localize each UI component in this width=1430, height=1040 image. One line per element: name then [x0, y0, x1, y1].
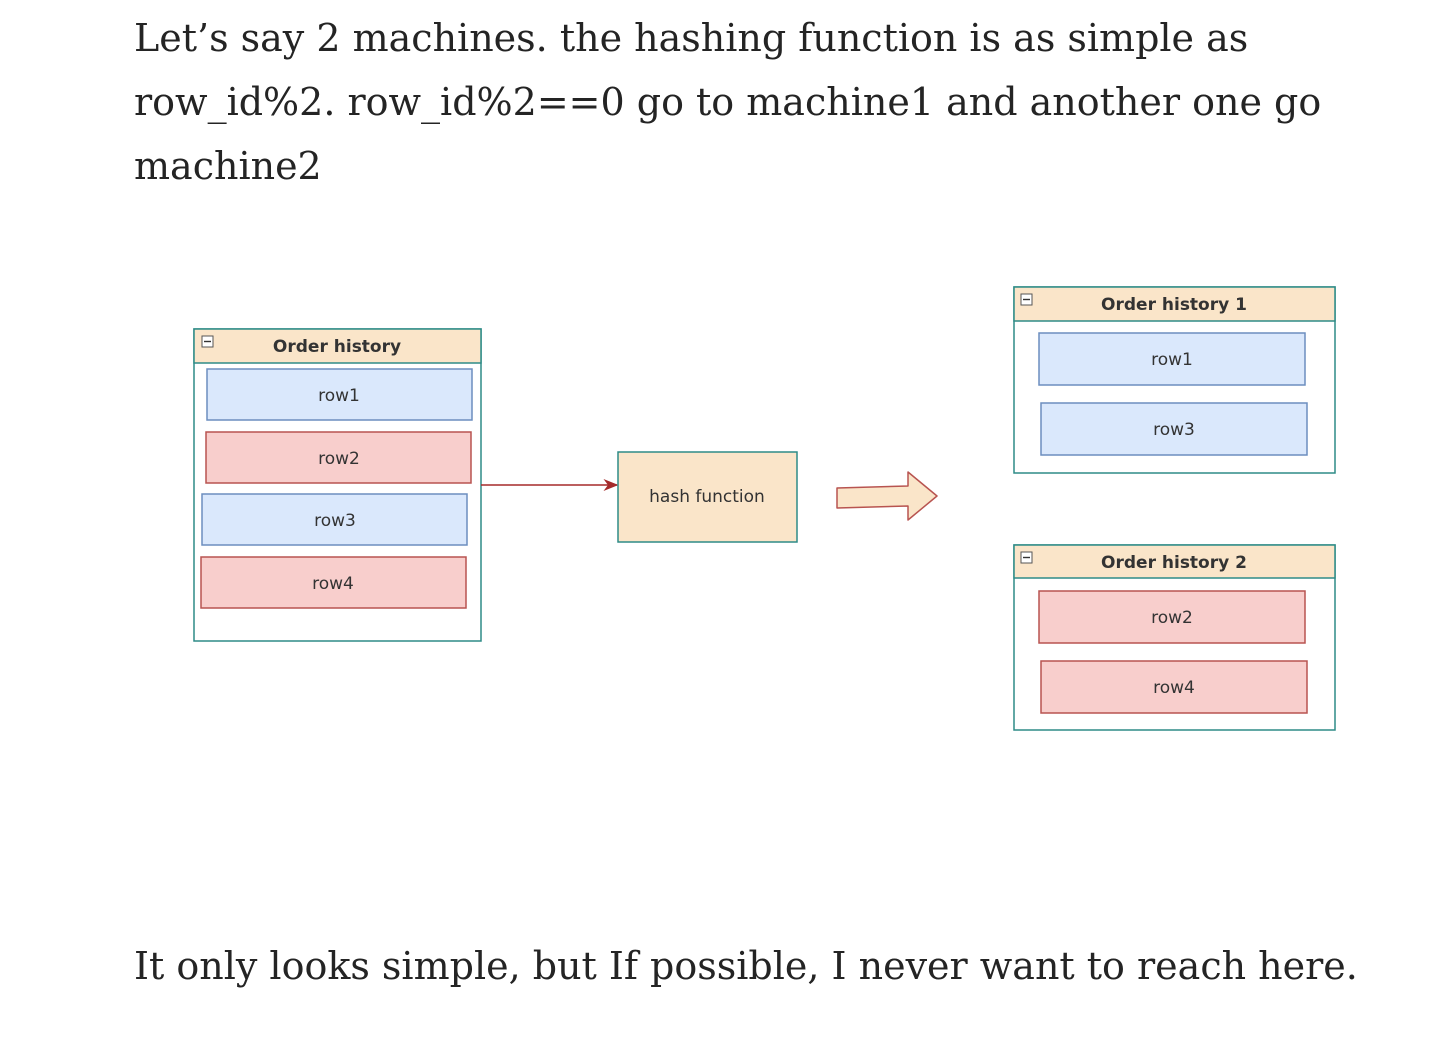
machine-2-table-header: [1013, 544, 1336, 579]
collapse-icon[interactable]: [201, 335, 214, 348]
source-table-header: [193, 328, 482, 364]
machine-2-row-1: row2: [1038, 590, 1306, 644]
source-row-1-label: row1: [318, 386, 360, 406]
machine-1-table: Order history 1 row1 row3: [1013, 286, 1336, 474]
machine-2-table: Order history 2 row2 row4: [1013, 544, 1336, 731]
source-row-3-label: row3: [314, 511, 356, 531]
machine-1-row-2: row3: [1040, 402, 1308, 456]
source-row-2: row2: [205, 431, 472, 484]
machine-1-row-1: row1: [1038, 332, 1306, 386]
block-arrow-icon: [836, 471, 938, 521]
hash-function-box: hash function: [617, 451, 798, 543]
source-row-4: row4: [200, 556, 467, 609]
machine-2-row-2-label: row4: [1153, 678, 1195, 698]
collapse-icon[interactable]: [1020, 293, 1033, 306]
hash-function-label: hash function: [649, 487, 765, 507]
machine-1-table-header: [1013, 286, 1336, 322]
source-row-3: row3: [201, 493, 468, 546]
collapse-icon[interactable]: [1020, 551, 1033, 564]
machine-1-row-2-label: row3: [1153, 420, 1195, 440]
machine-1-row-1-label: row1: [1151, 350, 1193, 370]
machine-2-table-title: Order history 2: [1101, 553, 1247, 573]
intro-paragraph: Let’s say 2 machines. the hashing functi…: [134, 16, 1322, 188]
closing-paragraph: It only looks simple, but If possible, I…: [134, 944, 1358, 988]
source-row-4-label: row4: [312, 574, 354, 594]
machine-2-row-2: row4: [1040, 660, 1308, 714]
source-table: Order history row1 row2 row3 row4: [193, 328, 482, 642]
source-row-2-label: row2: [318, 449, 360, 469]
source-table-title: Order history: [273, 337, 401, 357]
source-row-1: row1: [206, 368, 473, 421]
machine-1-table-title: Order history 1: [1101, 295, 1247, 315]
machine-2-row-1-label: row2: [1151, 608, 1193, 628]
